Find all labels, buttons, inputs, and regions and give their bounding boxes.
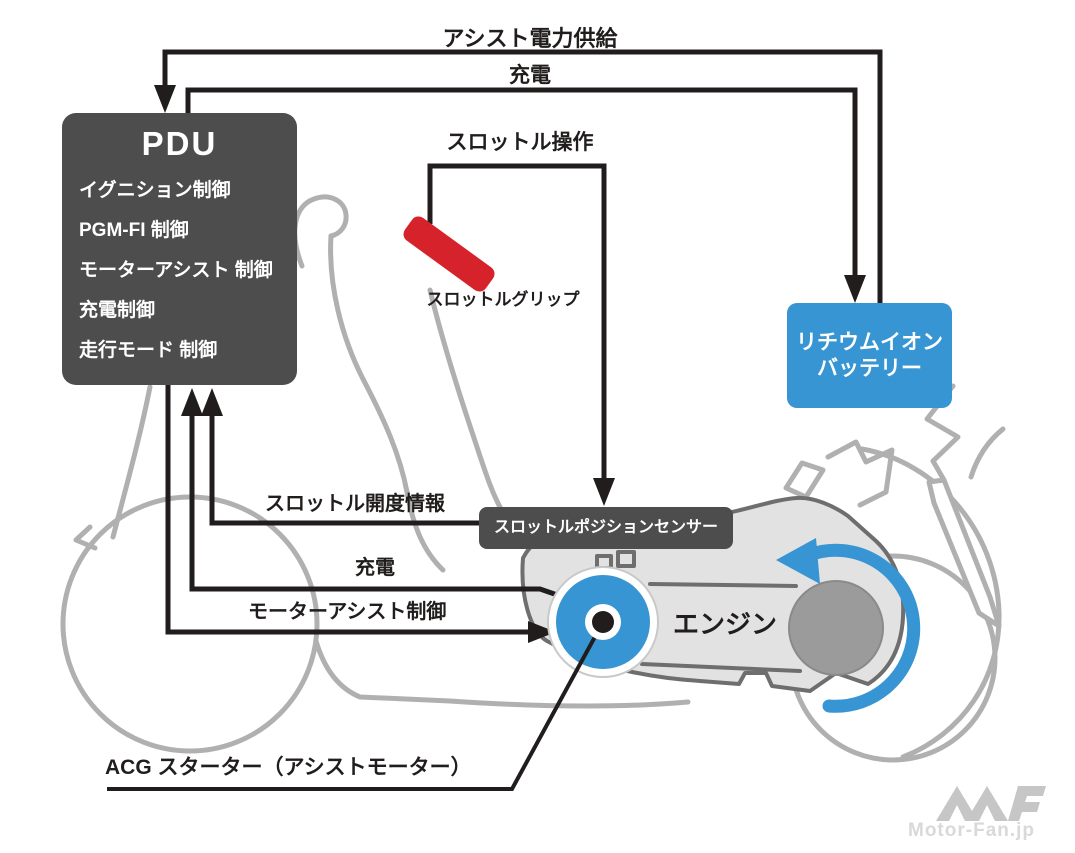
pdu-item-motor-assist: モーターアシスト 制御 [79, 260, 273, 281]
charge-mid-line [189, 416, 567, 601]
rear-shock [926, 477, 1002, 629]
engine-detail-2 [616, 550, 636, 568]
charge-mid-arrowhead [181, 388, 203, 416]
battery-box: リチウムイオン バッテリー [787, 303, 952, 408]
throttle-operation-label: スロットル操作 [446, 131, 594, 154]
logo-m2-icon [966, 786, 1008, 821]
charge-top-line [185, 87, 858, 276]
motor-assist-line [165, 385, 531, 635]
frame-plate [783, 460, 826, 500]
throttle-operation-line [427, 163, 607, 479]
rear-fender-arc [859, 446, 1002, 760]
rear-frame-zigzag [924, 383, 961, 483]
handlebar-curl [292, 194, 349, 269]
engine-label: エンジン [672, 609, 777, 639]
pdu-title: PDU [141, 125, 218, 162]
throttle-position-sensor-box: スロットルポジションセンサー [479, 507, 733, 549]
throttle-grip-shape [403, 216, 495, 292]
watermark-text: Motor-Fan.jp [908, 820, 1036, 841]
throttle-info-line [209, 416, 479, 526]
rotation-arrow [776, 538, 921, 713]
rear-grab-rail [968, 426, 1006, 480]
throttle-grip-label: スロットルグリップ [426, 290, 580, 309]
rotation-arrowhead [776, 538, 820, 584]
belt-line-bottom [640, 662, 802, 673]
motorcycle-outline [60, 194, 1006, 763]
battery-label-line1: リチウムイオン [796, 330, 943, 354]
acg-pointer-line [107, 621, 605, 791]
acg-starter-motor [107, 566, 659, 791]
assist-power-supply-label: アシスト電力供給 [442, 26, 618, 51]
battery-label-line2: バッテリー [817, 356, 922, 380]
front-body-edge [328, 233, 446, 573]
motor-hub-dot [592, 611, 614, 633]
throttle-info-arrowhead [201, 388, 223, 416]
assist-power-arrowhead [154, 85, 176, 113]
charge-top-arrowhead [844, 275, 866, 303]
rotation-arc [802, 543, 921, 713]
motor-fan-logo [936, 786, 1046, 821]
front-fender-notch [73, 524, 98, 551]
throttle-opening-info-label: スロットル開度情報 [265, 493, 445, 515]
belt-line-top [648, 582, 798, 588]
charge-top-label: 充電 [509, 64, 551, 87]
pdu-function-list: イグニション制御 PGM-FI 制御 モーターアシスト 制御 充電制御 走行モー… [79, 171, 291, 371]
front-fork-line [110, 384, 153, 540]
signal-lines [154, 49, 883, 643]
throttle-operation-arrowhead [593, 478, 615, 506]
assist-power-line [162, 49, 883, 303]
logo-m1-icon [936, 786, 978, 821]
seat-underline [825, 439, 895, 508]
acg-starter-label: ACG スターター（アシストモーター） [105, 756, 472, 779]
throttle-grip [403, 216, 495, 292]
drive-pulley [788, 580, 884, 676]
underbody-line [313, 638, 691, 709]
pdu-item-pgmfi: PGM-FI 制御 [79, 220, 189, 241]
logo-f-icon [1008, 786, 1046, 821]
pdu-item-charge: 充電制御 [79, 300, 156, 321]
pdu-box: PDU イグニション制御 PGM-FI 制御 モーターアシスト 制御 充電制御 … [62, 113, 297, 385]
charge-mid-label: 充電 [355, 557, 395, 579]
pdu-item-drive-mode: 走行モード 制御 [79, 340, 218, 361]
motor-assist-control-label: モーターアシスト制御 [248, 601, 447, 623]
pdu-item-ignition: イグニション制御 [79, 180, 231, 201]
motor-assist-arrowhead [528, 621, 556, 643]
